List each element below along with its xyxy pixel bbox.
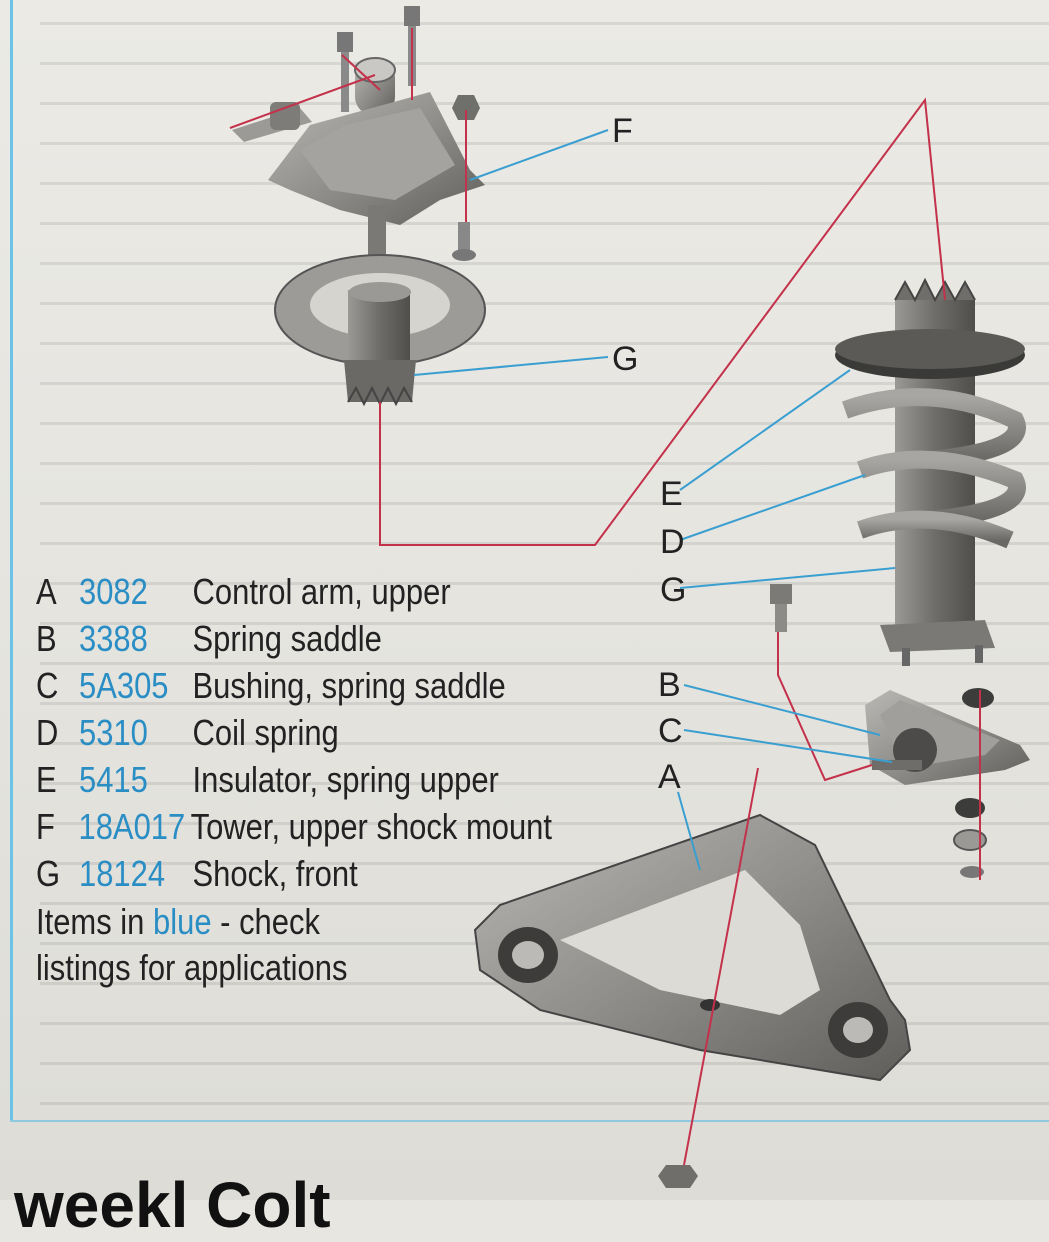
- legend-description: Control arm, upper: [192, 570, 451, 612]
- callout-g-top: G: [612, 340, 638, 378]
- callout-d: D: [660, 523, 685, 561]
- legend-letter: F: [36, 805, 55, 847]
- callout-b: B: [658, 666, 681, 704]
- saddle-bolt: [770, 584, 792, 604]
- legend-part-number: 18A017: [78, 805, 186, 847]
- bottom-heading: weekl Colt: [14, 1169, 331, 1241]
- legend-description: Shock, front: [192, 852, 358, 894]
- legend-part-number: 3388: [79, 617, 148, 659]
- legend-letter: G: [36, 852, 61, 894]
- legend-letter: B: [36, 617, 57, 659]
- legend-row-g: G 18124 Shock, front: [36, 850, 552, 897]
- legend-letter: E: [36, 758, 57, 800]
- upper-control-arm: [473, 813, 912, 1188]
- coil-spring: [842, 388, 1026, 549]
- legend-letter: D: [36, 711, 59, 753]
- legend-description: Bushing, spring saddle: [192, 664, 506, 706]
- legend-letter: A: [36, 570, 57, 612]
- assembly-lines: [229, 28, 981, 1166]
- legend-row-a: A 3082 Control arm, upper: [36, 568, 552, 615]
- legend-description: Tower, upper shock mount: [190, 805, 552, 847]
- legend-note: Items in blue - check listings for appli…: [36, 899, 552, 991]
- legend-note-highlight: blue: [153, 901, 212, 942]
- legend-row-c: C 5A305 Bushing, spring saddle: [36, 662, 552, 709]
- shock-top-assembly: [274, 254, 486, 407]
- shock-spring-assembly: [770, 277, 1026, 666]
- bottom-border-rule: [10, 1120, 1049, 1122]
- legend-note-prefix: Items in: [36, 901, 145, 942]
- exploded-suspension-diagram: F G E D G B C A: [229, 6, 1030, 1188]
- callout-e: E: [660, 475, 683, 513]
- legend-description: Coil spring: [192, 711, 339, 753]
- legend-part-number: 18124: [79, 852, 166, 894]
- legend-row-f: F 18A017 Tower, upper shock mount: [36, 803, 552, 850]
- saddle-nut-bottom: [955, 798, 985, 818]
- legend-letter: C: [36, 664, 59, 706]
- callout-c: C: [658, 712, 683, 750]
- left-border-rule: [10, 0, 13, 1120]
- legend-description: Spring saddle: [192, 617, 382, 659]
- legend-part-number: 5415: [79, 758, 148, 800]
- legend-description: Insulator, spring upper: [192, 758, 499, 800]
- legend-row-e: E 5415 Insulator, spring upper: [36, 756, 552, 803]
- legend-part-number: 5310: [79, 711, 148, 753]
- legend-part-number: 3082: [79, 570, 148, 612]
- tower-bolt-left: [337, 32, 353, 52]
- callout-leaders: [413, 129, 896, 871]
- callout-f: F: [612, 112, 633, 150]
- legend-part-number: 5A305: [79, 664, 169, 706]
- tower-nut: [452, 95, 480, 120]
- tower-bolt-right: [404, 6, 420, 26]
- legend-note-line1: Items in blue - check: [36, 899, 552, 945]
- control-arm-nut: [658, 1165, 698, 1188]
- legend-note-line2: listings for applications: [36, 947, 348, 988]
- legend-note-suffix: - check: [220, 901, 320, 942]
- legend-row-d: D 5310 Coil spring: [36, 709, 552, 756]
- upper-shock-mount-tower: [232, 6, 485, 295]
- spring-saddle: [865, 688, 1030, 878]
- callout-a: A: [658, 758, 681, 796]
- callout-g-side: G: [660, 571, 686, 609]
- parts-legend: A 3082 Control arm, upper B 3388 Spring …: [36, 568, 636, 991]
- saddle-nut-top: [962, 688, 994, 708]
- legend-row-b: B 3388 Spring saddle: [36, 615, 552, 662]
